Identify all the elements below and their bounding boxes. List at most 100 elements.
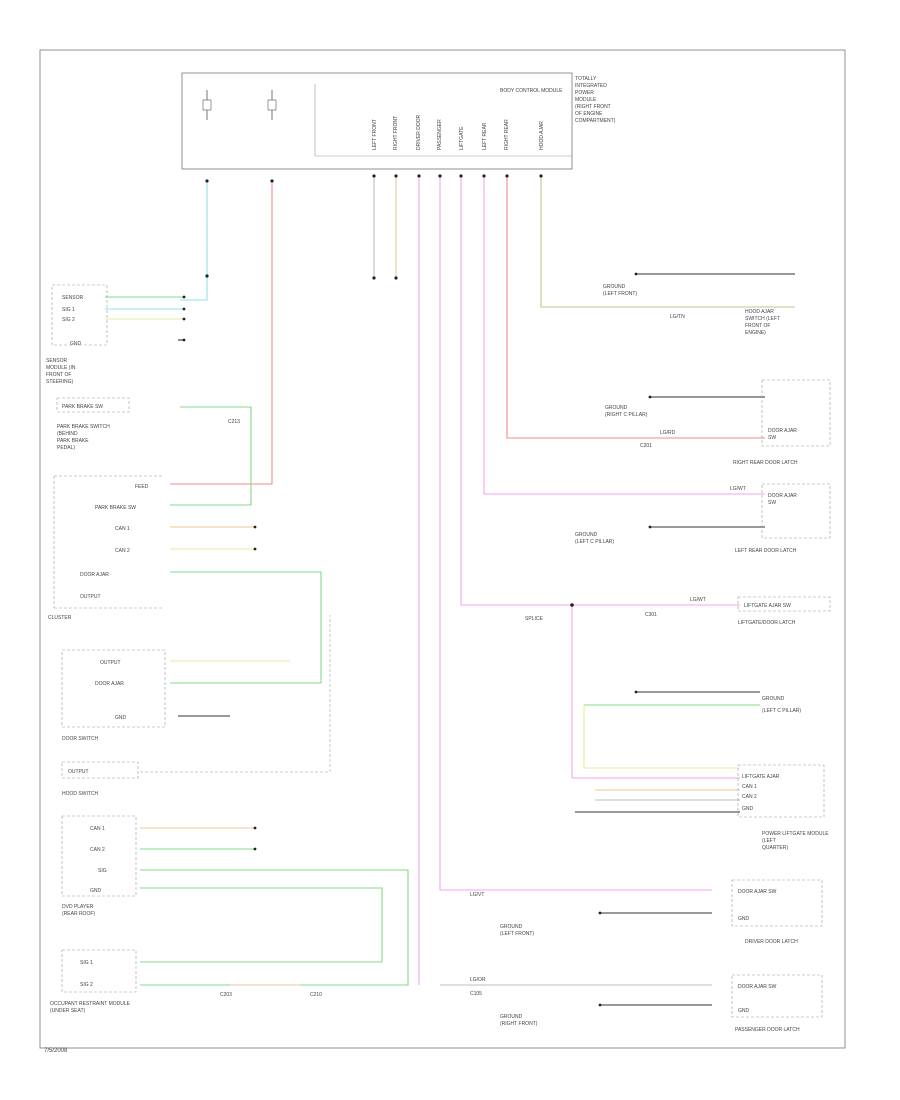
svg-text:OUTPUT: OUTPUT [68,769,89,775]
ground-wires [178,273,795,1006]
svg-text:PARK BRAKE: PARK BRAKE [57,438,89,444]
svg-text:LG/WT: LG/WT [730,486,746,492]
power-liftgate-title: POWER LIFTGATE MODULE [762,831,829,837]
svg-text:LEFT REAR: LEFT REAR [482,122,488,150]
svg-text:GROUND: GROUND [603,284,626,290]
svg-text:DOOR AJAR: DOOR AJAR [80,572,109,578]
svg-text:SWITCH (LEFT: SWITCH (LEFT [745,316,780,322]
wire-magenta-3 [460,178,740,606]
wire-magenta-2 [439,178,712,891]
diagram-frame [39,49,846,1049]
passenger-latch-title: PASSENGER DOOR LATCH [735,1027,800,1033]
bcm-module: BODY CONTROL MODULE TOTALLY INTEGRATED P… [181,72,616,183]
svg-text:CAN 1: CAN 1 [742,784,757,790]
svg-text:SIG 2: SIG 2 [62,317,75,323]
svg-text:PARK BRAKE SW: PARK BRAKE SW [95,505,136,511]
svg-text:OF ENGINE: OF ENGINE [575,111,603,117]
svg-text:CAN 2: CAN 2 [90,847,105,853]
svg-text:PEDAL): PEDAL) [57,445,75,451]
wire-tags: LG/RD C201 LG/WT LG/WT C301 LG/TN LG/VT … [220,314,746,998]
svg-text:C213: C213 [228,419,240,425]
svg-text:(RIGHT FRONT: (RIGHT FRONT [575,104,611,110]
dvd-player-title: DVD PLAYER [62,904,94,910]
svg-text:GROUND: GROUND [605,405,628,411]
wire-green-occ-2 [140,887,383,963]
svg-text:GROUND: GROUND [500,924,523,930]
svg-text:(LEFT C PILLAR): (LEFT C PILLAR) [575,539,614,545]
svg-text:GROUND: GROUND [500,1014,523,1020]
svg-text:(RIGHT C PILLAR): (RIGHT C PILLAR) [605,412,648,418]
svg-text:LIFTGATE AJAR SW: LIFTGATE AJAR SW [744,603,791,609]
bcm-pin-labels: LEFT FRONT RIGHT FRONT DRIVER DOOR PASSE… [372,114,545,150]
svg-text:DOOR AJAR: DOOR AJAR [768,428,797,434]
wire-magenta-liftgate [571,605,740,779]
svg-text:RIGHT FRONT: RIGHT FRONT [393,116,399,150]
svg-text:GND: GND [115,715,127,721]
svg-text:GND: GND [90,888,102,894]
svg-text:(RIGHT FRONT): (RIGHT FRONT) [500,1021,538,1027]
svg-text:LIFTGATE: LIFTGATE [459,126,465,150]
cluster-title: CLUSTER [48,615,72,621]
lr-door-latch-component: DOOR AJAR SW LEFT REAR DOOR LATCH GROUND… [575,483,831,554]
svg-text:C210: C210 [310,992,322,998]
bcm-pins [205,174,543,183]
svg-text:HOOD AJAR: HOOD AJAR [539,121,545,150]
wire-green-cluster [170,406,252,506]
hood-switch-component: OUTPUT HOOD SWITCH [61,761,139,797]
wire-gray-dashed [140,615,331,773]
door-switch-title: DOOR SWITCH [62,736,98,742]
svg-text:FRONT OF: FRONT OF [46,372,71,378]
svg-text:FRONT OF: FRONT OF [745,323,770,329]
svg-text:C105: C105 [470,991,482,997]
svg-text:CAN 1: CAN 1 [90,826,105,832]
svg-text:SIG 1: SIG 1 [62,307,75,313]
svg-text:(UNDER SEAT): (UNDER SEAT) [50,1008,86,1014]
rr-door-latch-component: DOOR AJAR SW RIGHT REAR DOOR LATCH GROUN… [605,379,831,466]
wire-green-occ-1 [140,869,409,986]
bcm-title-text: BODY CONTROL MODULE TOTALLY INTEGRATED P… [500,76,616,124]
svg-text:DOOR AJAR: DOOR AJAR [768,493,797,499]
wire-green-door [170,571,322,684]
svg-text:MODULE: MODULE [575,97,597,103]
fuse-icon [267,90,277,120]
svg-text:STEERING): STEERING) [46,379,74,385]
svg-text:CAN 2: CAN 2 [115,548,130,554]
svg-text:GROUND: GROUND [762,696,785,702]
door-switch-component: OUTPUT DOOR AJAR GND DOOR SWITCH [61,649,166,742]
svg-text:GND: GND [742,806,754,812]
svg-text:ENGINE): ENGINE) [745,330,766,336]
svg-text:LG/VT: LG/VT [470,892,484,898]
wire-cyan [180,183,208,301]
wire-olive [540,178,795,308]
svg-text:SW: SW [768,435,776,441]
bcm-title-label: BODY CONTROL MODULE [500,88,563,94]
svg-text:FEED: FEED [135,484,149,490]
svg-text:LG/TN: LG/TN [670,314,685,320]
svg-text:(REAR ROOF): (REAR ROOF) [62,911,95,917]
svg-text:SPLICE: SPLICE [525,616,543,622]
svg-text:GND: GND [70,341,82,347]
svg-text:OUTPUT: OUTPUT [100,660,121,666]
svg-text:(LEFT FRONT): (LEFT FRONT) [500,931,534,937]
wire-red-rr [506,178,765,439]
occupant-module-title: OCCUPANT RESTRAINT MODULE [50,1001,131,1007]
driver-latch-title: DRIVER DOOR LATCH [745,939,798,945]
driver-latch-component: DOOR AJAR SW GND DRIVER DOOR LATCH GROUN… [500,879,823,945]
svg-text:C201: C201 [640,443,652,449]
svg-text:GND: GND [738,1008,750,1014]
svg-text:INTEGRATED: INTEGRATED [575,83,607,89]
wire-red [170,183,273,485]
svg-text:C301: C301 [645,612,657,618]
fuse-icon [202,90,212,120]
occupant-module-component: SIG 1 SIG 2 OCCUPANT RESTRAINT MODULE (U… [50,949,137,1014]
rr-latch-title: RIGHT REAR DOOR LATCH [733,460,798,466]
hood-switch-title: HOOD SWITCH [62,791,98,797]
svg-text:DOOR AJAR SW: DOOR AJAR SW [738,889,777,895]
footer-code: 7/5/2008 [44,1048,68,1054]
svg-text:DOOR AJAR SW: DOOR AJAR SW [738,984,777,990]
svg-text:DOOR AJAR: DOOR AJAR [95,681,124,687]
dvd-player-component: CAN 1 CAN 2 SIG GND DVD PLAYER (REAR ROO… [61,815,137,917]
liftgate-latch-title: LIFTGATE/DOOR LATCH [738,620,796,626]
svg-text:POWER: POWER [575,90,594,96]
